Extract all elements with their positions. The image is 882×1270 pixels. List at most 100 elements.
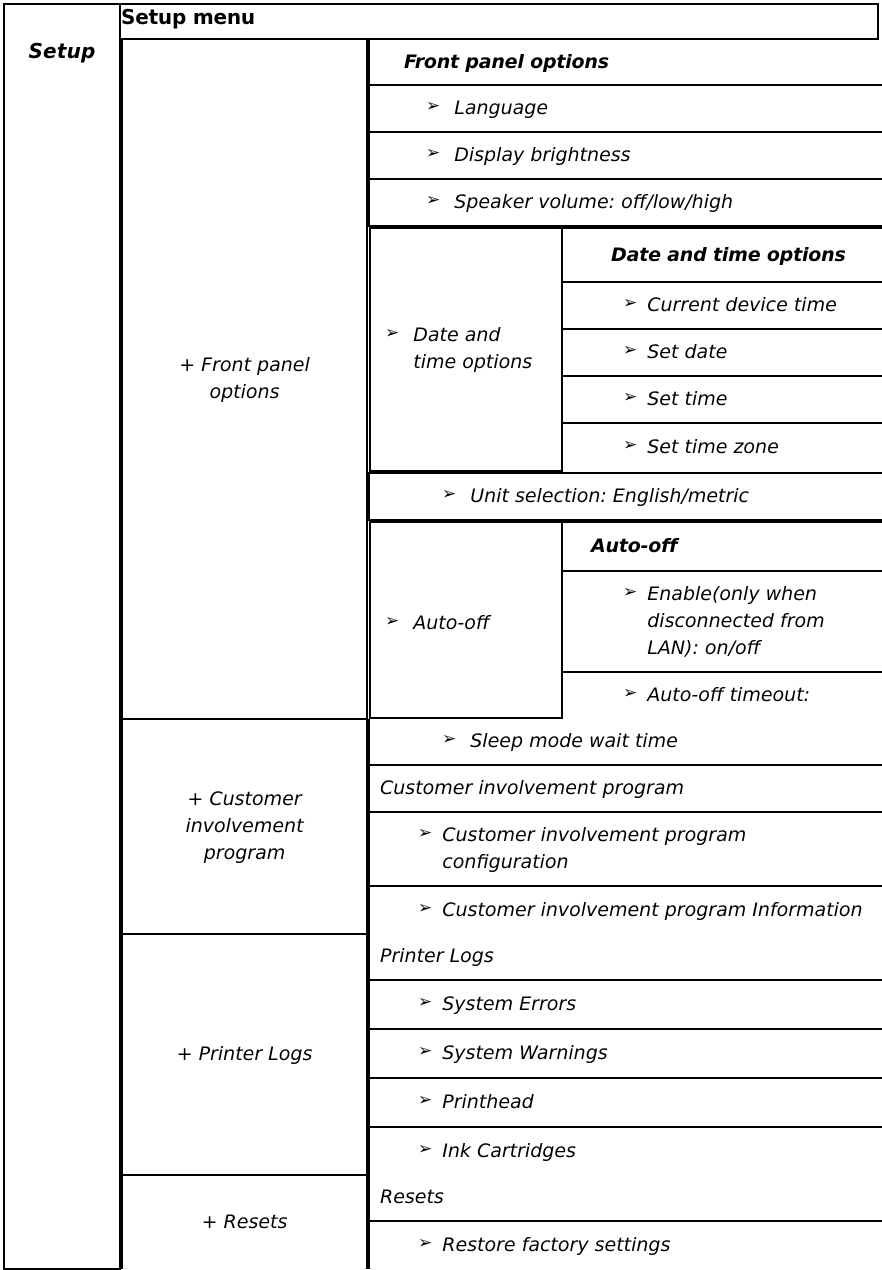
menu-item-label: System Errors <box>442 992 577 1015</box>
table-row: ➢ Date and time options <box>369 225 882 473</box>
menu-item-sleep-mode-wait-time[interactable]: ➢ Sleep mode wait time <box>368 718 882 766</box>
chevron-right-icon: ➢ <box>623 434 638 455</box>
table-row[interactable]: ➢ Customer involvement program configura… <box>368 810 882 887</box>
group-resets: + Resets Resets <box>121 1173 882 1269</box>
menu-item-label: Current device time <box>647 293 837 316</box>
group-label-front-panel-options[interactable]: + Front panel options <box>121 40 368 719</box>
group-label-resets[interactable]: + Resets <box>121 1173 368 1269</box>
menu-item-restore-factory-settings[interactable]: ➢ Restore factory settings <box>368 1219 882 1269</box>
auto-off-header-cell: Auto-off <box>561 520 882 572</box>
table-row[interactable]: ➢ System Errors <box>368 978 882 1030</box>
table-row[interactable]: ➢ System Warnings <box>368 1027 882 1079</box>
menu-item-ink-cartridges[interactable]: ➢ Ink Cartridges <box>368 1125 882 1175</box>
menu-item-current-device-time[interactable]: ➢ Current device time <box>561 280 882 330</box>
left-spacer-cell <box>3 3 121 39</box>
table-row[interactable]: ➢ Set time zone <box>370 421 882 471</box>
section-header: Auto-off <box>591 535 678 558</box>
menu-item-label: Set time <box>647 387 728 410</box>
resets-host: Resets ➢ <box>367 1174 882 1269</box>
group-customer-involvement-program: + Customer involvement program <box>121 717 882 934</box>
menu-item-label: Enable(only when disconnected from LAN):… <box>647 582 825 659</box>
table-row[interactable]: ➢ Unit selection: English/metric <box>368 471 882 521</box>
date-and-time-table: ➢ Date and time options <box>369 226 882 472</box>
table-row[interactable]: ➢ Current device time <box>370 280 882 330</box>
menu-item-unit-selection[interactable]: ➢ Unit selection: English/metric <box>368 471 882 521</box>
auto-off-parent-label: Auto-off <box>413 611 490 634</box>
table-row: Printer Logs <box>368 933 882 981</box>
group-label-text: + Printer Logs <box>176 1042 313 1065</box>
menu-item-set-time[interactable]: ➢ Set time <box>561 374 882 424</box>
auto-off-host: ➢ Auto-off Auto-off <box>369 519 882 719</box>
setup-root-cell: Setup <box>3 39 121 1270</box>
menu-item-printhead[interactable]: ➢ Printhead <box>368 1076 882 1128</box>
menu-item-label: Restore factory settings <box>442 1233 671 1256</box>
chevron-right-icon: ➢ <box>623 292 638 313</box>
section-header: Front panel options <box>404 51 609 73</box>
menu-item-label: Customer involvement program Information <box>442 898 863 921</box>
menu-item-set-date[interactable]: ➢ Set date <box>561 327 882 377</box>
group-label-text: + Customer involvement program <box>185 787 304 864</box>
chevron-right-icon: ➢ <box>623 682 638 703</box>
resets-table: Resets ➢ <box>368 1174 882 1269</box>
table-row[interactable]: ➢ Display brightness <box>368 130 882 180</box>
date-time-header-cell: Date and time options <box>561 226 882 283</box>
menu-item-cip-information[interactable]: ➢ Customer involvement program Informati… <box>368 884 882 934</box>
table-row[interactable]: ➢ Speaker volume: off/low/high <box>368 177 882 227</box>
section-header: Resets <box>380 1186 444 1209</box>
menu-item-display-brightness[interactable]: ➢ Display brightness <box>368 130 882 180</box>
table-row[interactable]: ➢ Printhead <box>368 1076 882 1128</box>
date-time-parent-cell[interactable]: ➢ Date and time options <box>369 226 563 472</box>
setup-menu-diagram: Setup menu Setup <box>3 3 882 1270</box>
chevron-right-icon: ➢ <box>426 96 441 116</box>
table-row[interactable]: ➢ Restore factory settings <box>368 1219 882 1269</box>
groups-table: + Front panel options <box>121 40 882 1269</box>
menu-item-language[interactable]: ➢ Language <box>368 84 882 133</box>
setup-root-label: Setup <box>28 39 96 63</box>
table-row: ➢ Date and time options <box>369 226 882 472</box>
chevron-right-icon: ➢ <box>385 610 400 631</box>
menu-item-system-errors[interactable]: ➢ System Errors <box>368 978 882 1030</box>
group-label-printer-logs[interactable]: + Printer Logs <box>121 932 368 1175</box>
menu-item-label: Auto-off timeout: <box>647 683 811 706</box>
resets-header-cell: Resets <box>368 1174 882 1222</box>
auto-off-parent-cell[interactable]: ➢ Auto-off <box>369 520 563 719</box>
table-row[interactable]: ➢ Language <box>368 84 882 133</box>
chevron-right-icon: ➢ <box>623 581 638 602</box>
table-row[interactable]: ➢ Set time <box>370 374 882 424</box>
menu-item-auto-off-enable[interactable]: ➢ Enable(only when disconnected from LAN… <box>561 569 882 673</box>
menu-item-label: Set date <box>647 340 728 363</box>
table-row[interactable]: ➢ Ink Cartridges <box>368 1125 882 1175</box>
menu-item-cip-configuration[interactable]: ➢ Customer involvement program configura… <box>368 810 882 887</box>
table-row[interactable]: ➢ Customer involvement program Informati… <box>368 884 882 934</box>
customer-involvement-table: ➢ Sleep mode wait time <box>368 718 882 934</box>
chevron-right-icon: ➢ <box>426 189 441 210</box>
table-row[interactable]: ➢ Set date <box>370 327 882 377</box>
group-front-panel-options: + Front panel options <box>121 40 882 719</box>
group-label-customer-involvement-program[interactable]: + Customer involvement program <box>121 717 368 934</box>
chevron-right-icon: ➢ <box>442 728 457 749</box>
section-header: Customer involvement program <box>380 777 684 800</box>
menu-table: Setup menu Setup <box>3 3 882 1270</box>
table-row[interactable]: ➢ Enable(only when disconnected from LAN… <box>370 569 882 673</box>
table-row: ➢ Auto-off Auto-off <box>369 519 882 719</box>
printer-logs-header-cell: Printer Logs <box>368 933 882 981</box>
chevron-right-icon: ➢ <box>418 1089 433 1110</box>
menu-item-label: Display brightness <box>454 143 631 166</box>
chevron-right-icon: ➢ <box>418 897 433 918</box>
menu-item-auto-off-timeout[interactable]: ➢ Auto-off timeout: <box>561 670 882 718</box>
chevron-right-icon: ➢ <box>418 1138 433 1159</box>
front-panel-options-host: Front panel options <box>367 40 882 719</box>
front-panel-options-header-cell: Front panel options <box>368 40 882 86</box>
table-row[interactable]: ➢ Auto-off timeout: <box>370 670 882 718</box>
menu-item-label: Sleep mode wait time <box>470 729 678 752</box>
date-time-host: ➢ Date and time options <box>369 225 882 473</box>
menu-item-label: Set time zone <box>647 435 779 458</box>
chevron-right-icon: ➢ <box>442 483 457 504</box>
menu-item-set-time-zone[interactable]: ➢ Set time zone <box>561 421 882 471</box>
table-row[interactable]: ➢ Sleep mode wait time <box>368 718 882 766</box>
printer-logs-host: Printer Logs ➢ <box>367 933 882 1175</box>
group-label-text: + Front panel options <box>179 353 310 403</box>
menu-item-speaker-volume[interactable]: ➢ Speaker volume: off/low/high <box>368 177 882 227</box>
chevron-right-icon: ➢ <box>418 1232 433 1253</box>
menu-item-system-warnings[interactable]: ➢ System Warnings <box>368 1027 882 1079</box>
